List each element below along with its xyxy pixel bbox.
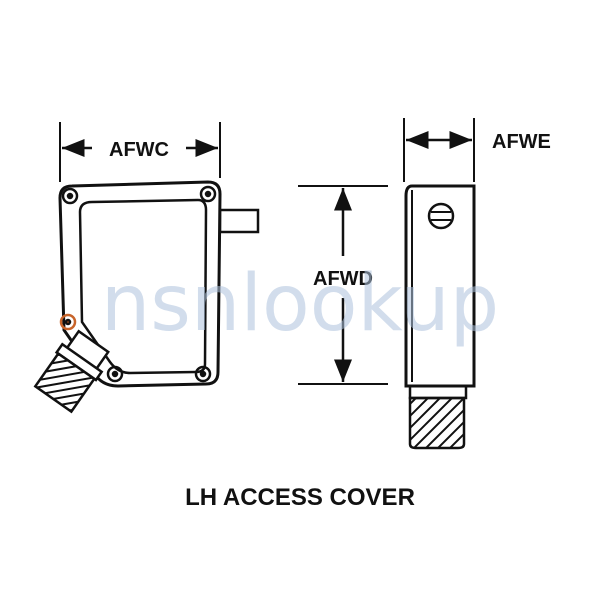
- cover-inner-window: [78, 198, 208, 375]
- front-view: [58, 180, 260, 388]
- cover-outer-frame: [58, 180, 222, 388]
- slotted-screw-icon: [427, 202, 455, 230]
- dimension-afwc: AFWC: [59, 122, 221, 182]
- screw-icon: [59, 313, 77, 331]
- screw-icon: [106, 365, 124, 383]
- dimension-afwd: AFWD: [298, 185, 388, 385]
- side-tab: [218, 208, 260, 234]
- dimension-label-afwd: AFWD: [313, 268, 373, 290]
- screw-icon: [194, 365, 212, 383]
- screw-icon: [199, 185, 217, 203]
- dimension-label-afwe: AFWE: [492, 131, 551, 153]
- figure-caption: LH ACCESS COVER: [185, 484, 415, 511]
- dimension-afwe: AFWE: [403, 118, 551, 182]
- side-collar: [408, 384, 468, 400]
- corner-screws: [59, 185, 217, 383]
- side-knurled-knob: [408, 396, 466, 450]
- watermark-text: nsnlookup: [101, 259, 499, 349]
- screw-icon: [61, 187, 79, 205]
- dimension-label-afwc: AFWC: [109, 139, 169, 161]
